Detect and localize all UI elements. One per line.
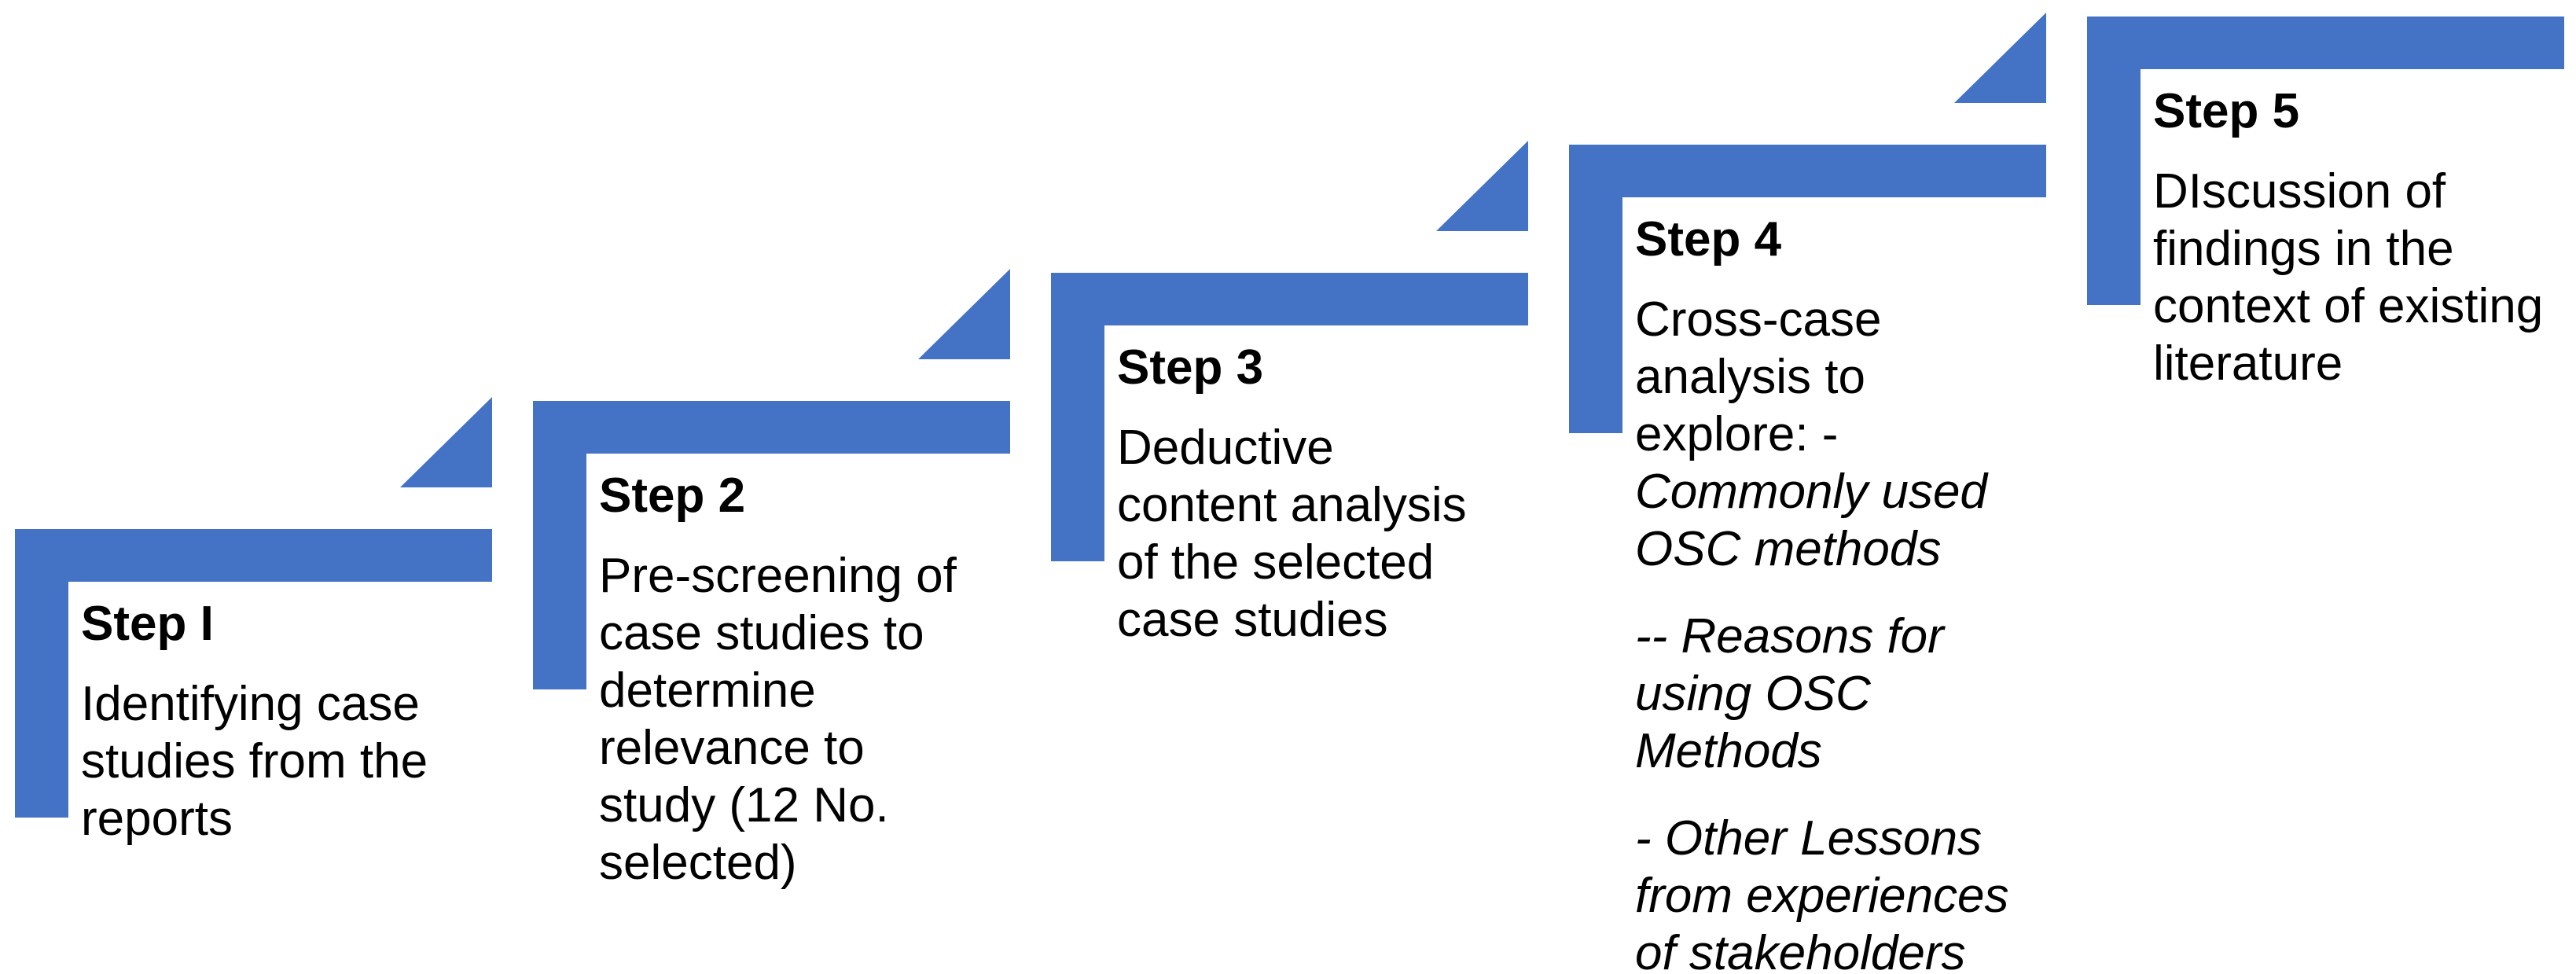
step-2-arrow-triangle-icon bbox=[918, 269, 1010, 359]
step-4-line: from experiences bbox=[1635, 869, 2009, 923]
step-3-vertical-bar bbox=[1051, 273, 1104, 561]
step-1-line: Identifying case bbox=[81, 677, 420, 731]
step-4-horizontal-bar bbox=[1569, 145, 2046, 197]
step-2-line: study (12 No. bbox=[599, 778, 889, 832]
step-5-line: DIscussion of bbox=[2153, 164, 2446, 219]
step-4-line: Commonly used bbox=[1635, 465, 1987, 519]
step-5-horizontal-bar bbox=[2087, 17, 2564, 69]
step-2-line: selected) bbox=[599, 836, 797, 890]
step-4-line: Cross-case bbox=[1635, 292, 1882, 347]
step-3-line: Deductive bbox=[1117, 421, 1334, 475]
step-3-line: of the selected bbox=[1117, 535, 1435, 590]
step-4-line: using OSC bbox=[1635, 667, 1871, 721]
step-5-vertical-bar bbox=[2087, 17, 2141, 305]
step-2-horizontal-bar bbox=[533, 401, 1010, 454]
step-5-title: Step 5 bbox=[2153, 84, 2300, 138]
step-3-title: Step 3 bbox=[1117, 340, 1264, 395]
step-4-line: explore: - bbox=[1635, 407, 1839, 461]
step-2-line: case studies to bbox=[599, 606, 924, 660]
step-2-line: relevance to bbox=[599, 721, 865, 775]
step-2-line: Pre-screening of bbox=[599, 549, 957, 603]
step-4-vertical-bar bbox=[1569, 145, 1622, 433]
step-3-arrow-triangle-icon bbox=[1436, 141, 1528, 231]
step-2-vertical-bar bbox=[533, 401, 586, 689]
step-5-line: context of existing bbox=[2153, 279, 2544, 333]
step-3-horizontal-bar bbox=[1051, 273, 1528, 325]
step-1-title: Step I bbox=[81, 597, 214, 651]
step-3-line: case studies bbox=[1117, 593, 1388, 647]
step-5-line: findings in the bbox=[2153, 222, 2454, 276]
step-4-line: analysis to bbox=[1635, 350, 1865, 404]
step-2-title: Step 2 bbox=[599, 469, 746, 523]
step-4-line: Methods bbox=[1635, 724, 1822, 778]
step-1-horizontal-bar bbox=[15, 529, 492, 582]
step-2-line: determine bbox=[599, 663, 816, 718]
step-3-line: content analysis bbox=[1117, 478, 1467, 532]
step-4-title: Step 4 bbox=[1635, 212, 1782, 266]
step-1-arrow-triangle-icon bbox=[400, 397, 492, 487]
step-4-line: - Other Lessons bbox=[1635, 811, 1983, 866]
step-5-line: literature bbox=[2153, 336, 2343, 391]
step-1-line: reports bbox=[81, 792, 233, 846]
step-4-line: -- Reasons for bbox=[1635, 609, 1944, 663]
step-1-vertical-bar bbox=[15, 529, 68, 818]
step-4-line: OSC methods bbox=[1635, 522, 1942, 576]
step-1-line: studies from the bbox=[81, 734, 428, 788]
step-4-line: of stakeholders bbox=[1635, 926, 1966, 974]
step-4-arrow-triangle-icon bbox=[1954, 13, 2046, 103]
